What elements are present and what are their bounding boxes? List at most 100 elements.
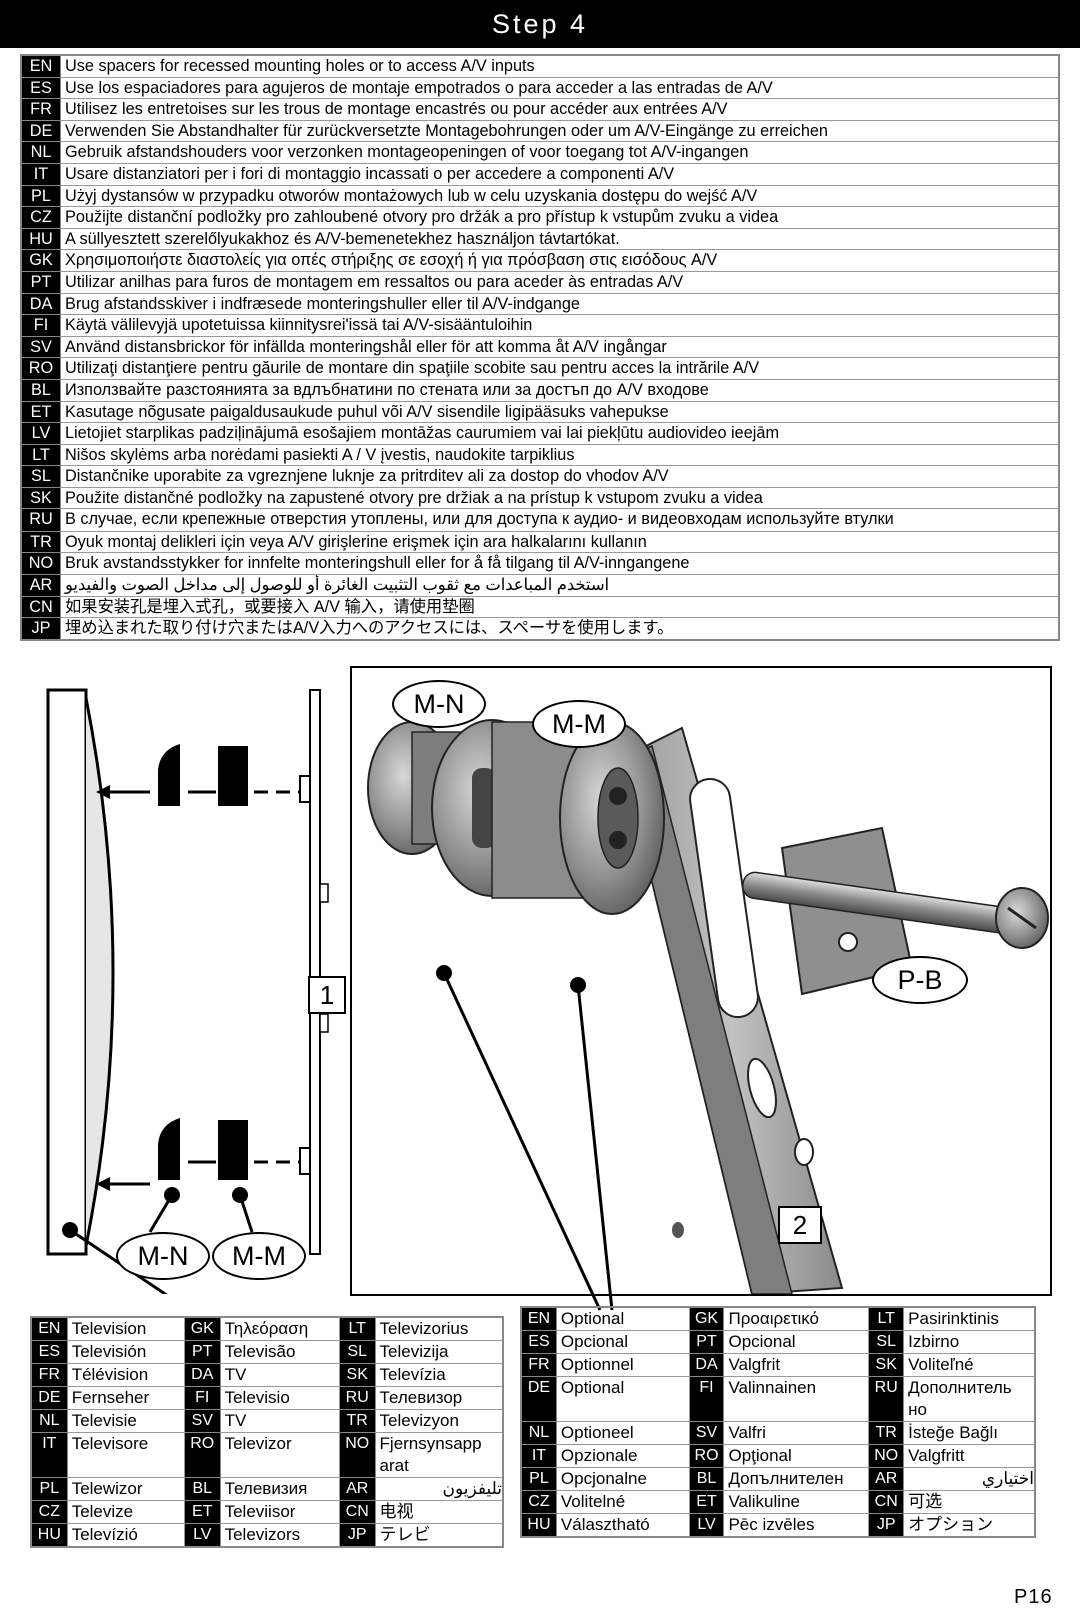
legend-language-code: NO <box>868 1444 905 1468</box>
language-code: TR <box>20 530 61 554</box>
legend-term: تليفزيون <box>374 1477 504 1501</box>
language-code: LT <box>20 443 61 467</box>
legend-language-code: DA <box>183 1363 221 1387</box>
legend-term: 可选 <box>903 1490 1036 1514</box>
legend-language-code: DA <box>688 1353 725 1377</box>
legend-language-code: FR <box>30 1363 68 1387</box>
legend-term: Fjernsynsapp arat <box>374 1432 504 1478</box>
legend-language-code: SK <box>338 1363 376 1387</box>
legend-language-code: BL <box>688 1467 725 1491</box>
instruction-text: Use los espaciadores para agujeros de mo… <box>60 76 1060 100</box>
legend-language-code: IT <box>520 1444 557 1468</box>
legend-term: İsteğe Bağlı <box>903 1421 1036 1445</box>
legend-term: Pēc izvēles <box>723 1513 870 1538</box>
legend-language-code: BL <box>183 1477 221 1501</box>
instruction-text: A süllyesztett szerelőlyukakhoz és A/V-b… <box>60 227 1060 251</box>
language-code: DA <box>20 292 61 316</box>
instruction-text: Utilizaţi distanţiere pentru găurile de … <box>60 357 1060 380</box>
legend-term: Televisie <box>66 1409 185 1433</box>
language-code: HU <box>20 227 61 251</box>
instruction-text: Använd distansbrickor för infällda monte… <box>60 335 1060 359</box>
legend-term: Fernseher <box>66 1386 185 1410</box>
legend-term: Televisore <box>66 1432 185 1478</box>
legend-term: Telewizor <box>66 1477 185 1501</box>
legend-language-code: EN <box>520 1306 557 1331</box>
instruction-text: Oyuk montaj delikleri için veya A/V giri… <box>60 530 1060 554</box>
instruction-text: Kasutage nõgusate paigaldusaukude puhul … <box>60 400 1060 424</box>
legend-language-code: JP <box>338 1523 376 1548</box>
legend-term: Valgfrit <box>723 1353 870 1377</box>
legend-term: Opcjonalne <box>555 1467 690 1491</box>
legend-language-code: FI <box>688 1376 725 1422</box>
legend-language-code: SV <box>183 1409 221 1433</box>
instruction-text: Lietojiet starplikas padziļinājumā esoša… <box>60 422 1060 445</box>
language-code: LV <box>20 422 61 445</box>
language-code: SV <box>20 335 61 359</box>
language-code: SK <box>20 486 61 510</box>
language-code: ES <box>20 76 61 100</box>
label-p-b: P-B <box>872 956 968 1004</box>
legend-term: 电视 <box>374 1500 504 1524</box>
legend-term: オプション <box>903 1513 1036 1538</box>
legend-term: Valikuline <box>723 1490 870 1514</box>
language-code: IT <box>20 162 61 186</box>
legend-language-code: SV <box>688 1421 725 1445</box>
legend-term: Телевизия <box>219 1477 340 1501</box>
page-number: P16 <box>1014 1586 1053 1608</box>
callout-2: 2 <box>778 1206 822 1244</box>
legend-term: Προαιρετικό <box>723 1306 870 1331</box>
legend-language-code: CZ <box>520 1490 557 1514</box>
legend-term: Televisão <box>219 1340 340 1364</box>
instruction-text: Použite distančné podložky na zapustené … <box>60 486 1060 510</box>
instruction-text: Usare distanziatori per i fori di montag… <box>60 162 1060 186</box>
legend-term: Télévision <box>66 1363 185 1387</box>
legend-term: Opcional <box>723 1330 870 1354</box>
instruction-text: Brug afstandsskiver i indfræsede monteri… <box>60 292 1060 316</box>
legend-term: Допълнителен <box>723 1467 870 1491</box>
instruction-text: Użyj dystansów w przypadku otworów monta… <box>60 184 1060 208</box>
legend-term: Televiisor <box>219 1500 340 1524</box>
legend-term: Televize <box>66 1500 185 1524</box>
legend-language-code: LV <box>183 1523 221 1548</box>
step-title: Step 4 <box>0 0 1080 48</box>
legend-term: TV <box>219 1409 340 1433</box>
instruction-text: Utilizar anilhas para furos de montagem … <box>60 270 1060 294</box>
legend-language-code: GK <box>688 1306 725 1331</box>
legend-term: Television <box>66 1316 185 1341</box>
legend-language-code: EN <box>30 1316 68 1341</box>
legend-term: Televizorius <box>374 1316 504 1341</box>
legend-language-code: LV <box>688 1513 725 1538</box>
legend-term: Volitelné <box>555 1490 690 1514</box>
legend-term: Optionnel <box>555 1353 690 1377</box>
legend-language-code: HU <box>30 1523 68 1548</box>
legend-term: Дополнитель но <box>903 1376 1036 1422</box>
instruction-text: Použijte distanční podložky pro zahloube… <box>60 206 1060 229</box>
legend-term: اختياري <box>903 1467 1036 1491</box>
